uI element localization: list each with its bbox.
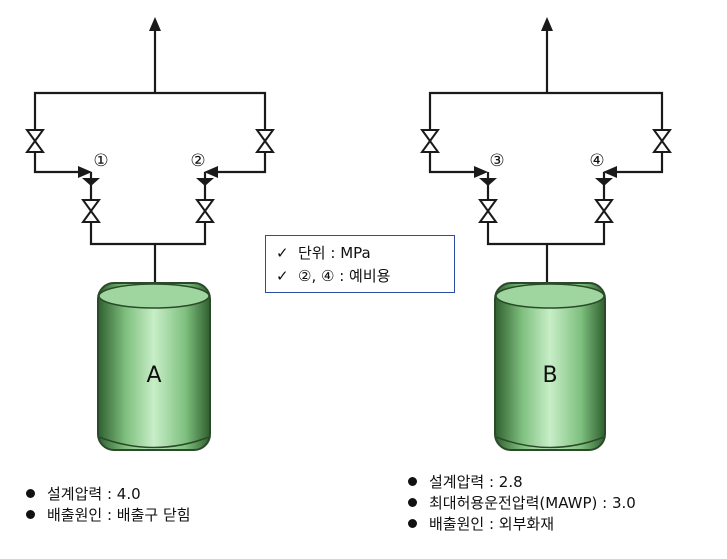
valve-number-4: ④ [589, 151, 604, 171]
relief-valve-1 [78, 166, 100, 200]
note-item: 최대허용운전압력(MAWP) : 3.0 [408, 493, 636, 514]
check-icon: ✓ [276, 244, 289, 262]
outlet-pipe-a1 [33, 152, 78, 174]
notes-tank-a: 설계압력 : 4.0 배출원인 : 배출구 닫힘 [26, 484, 191, 526]
block-valve-b-lower-right [594, 199, 614, 223]
note-mawp-b: 최대허용운전압력(MAWP) : 3.0 [429, 494, 636, 512]
inlet-header-a [89, 222, 207, 246]
relief-valve-4 [595, 166, 617, 200]
system-b: B ③ ④ [420, 17, 672, 451]
note-item: 설계압력 : 2.8 [408, 472, 636, 493]
tank-a-label: A [146, 363, 161, 388]
note-design-pressure-b: 설계압력 : 2.8 [429, 473, 523, 491]
valve-number-1: ① [93, 151, 108, 171]
valve-number-3: ③ [489, 151, 504, 171]
legend-unit-row: ✓ 단위 : MPa [276, 242, 454, 265]
legend-unit: 단위 : MPa [298, 244, 371, 262]
notes-tank-b: 설계압력 : 2.8 최대허용운전압력(MAWP) : 3.0 배출원인 : 외… [408, 472, 636, 535]
block-valve-b-left [420, 129, 440, 153]
header-pipe-a [33, 91, 267, 130]
block-valve-a-left [25, 129, 45, 153]
bullet-icon [408, 519, 417, 528]
outlet-pipe-b2 [617, 152, 664, 174]
inlet-header-b [486, 222, 606, 246]
note-item: 설계압력 : 4.0 [26, 484, 191, 505]
check-icon: ✓ [276, 267, 289, 285]
system-a: A ① ② [25, 17, 275, 451]
note-design-pressure-a: 설계압력 : 4.0 [47, 485, 141, 503]
outlet-pipe-a2 [218, 152, 267, 174]
header-pipe-b [428, 91, 664, 130]
arrow-head-icon [541, 17, 553, 31]
bullet-icon [408, 498, 417, 507]
legend-spare: ②, ④ : 예비용 [298, 267, 391, 285]
block-valve-a-lower-right [195, 199, 215, 223]
block-valve-a-right [255, 129, 275, 153]
bullet-icon [26, 489, 35, 498]
tank-a: A [97, 282, 211, 451]
note-cause-b: 배출원인 : 외부화재 [429, 515, 554, 533]
block-valve-b-right [652, 129, 672, 153]
block-valve-a-lower-left [81, 199, 101, 223]
outlet-pipe-b1 [428, 152, 474, 174]
note-item: 배출원인 : 외부화재 [408, 514, 636, 535]
bullet-icon [408, 477, 417, 486]
tank-b-label: B [542, 363, 557, 388]
relief-valve-2 [196, 166, 218, 200]
block-valve-b-lower-left [478, 199, 498, 223]
bullet-icon [26, 510, 35, 519]
note-item: 배출원인 : 배출구 닫힘 [26, 505, 191, 526]
tank-b: B [494, 282, 606, 451]
legend-spare-row: ✓ ②, ④ : 예비용 [276, 265, 454, 288]
legend-box: ✓ 단위 : MPa ✓ ②, ④ : 예비용 [265, 235, 455, 293]
valve-number-2: ② [190, 151, 205, 171]
arrow-head-icon [149, 17, 161, 31]
relief-valve-3 [474, 166, 497, 200]
note-cause-a: 배출원인 : 배출구 닫힘 [47, 506, 191, 524]
